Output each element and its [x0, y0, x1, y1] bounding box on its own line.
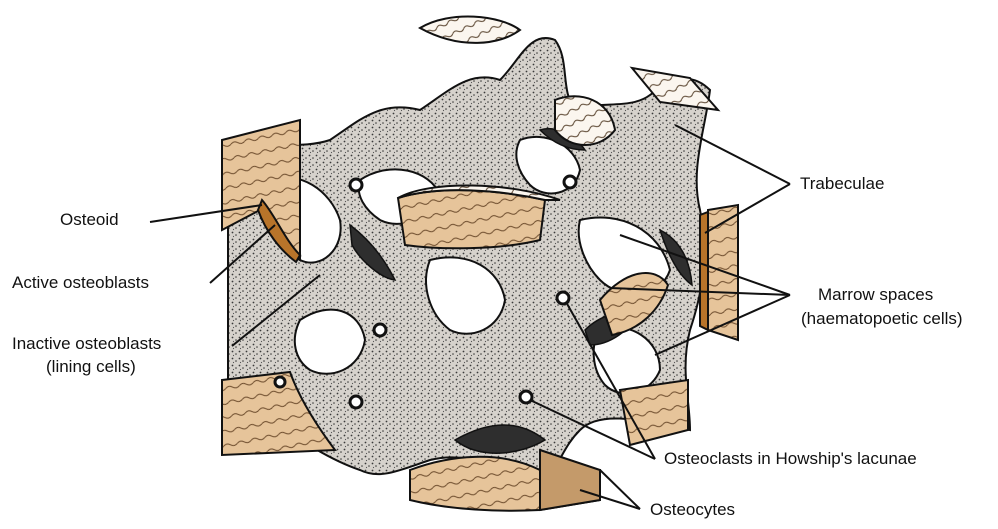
osteocyte-dot [374, 324, 386, 336]
osteocyte-dot [350, 396, 362, 408]
label-inactive-osteoblasts: Inactive osteoblasts [12, 334, 161, 354]
label-osteoid: Osteoid [60, 210, 119, 230]
cut-face-center [398, 190, 545, 248]
label-active-osteoblasts: Active osteoblasts [12, 273, 149, 293]
label-trabeculae: Trabeculae [800, 174, 884, 194]
osteocyte-dot [350, 179, 362, 191]
lining-cell-dot [275, 377, 285, 387]
cut-face-top [420, 16, 520, 42]
cut-face-bottom-edge [540, 450, 600, 510]
label-lining-cells: (lining cells) [46, 357, 136, 377]
label-osteocytes: Osteocytes [650, 500, 735, 520]
osteoid-layer-right [700, 212, 708, 330]
label-osteoclasts: Osteoclasts in Howship's lacunae [664, 449, 917, 469]
label-marrow-spaces: Marrow spaces [818, 285, 933, 305]
label-haematopoetic-cells: (haematopoetic cells) [801, 309, 963, 329]
osteocyte-dot [564, 176, 576, 188]
cut-face-top-right [555, 96, 615, 145]
cut-face-bottom-right [620, 380, 688, 445]
